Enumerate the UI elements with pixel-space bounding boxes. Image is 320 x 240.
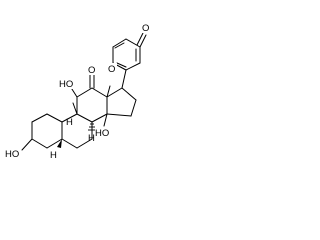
c8-hydrogen-label: H [88,133,95,144]
steroid-structure-diagram: O O HO O HO HO H H H [5,22,150,161]
atom-labels: O O HO O HO HO H H H [5,22,150,161]
ring-d [106,87,137,117]
c3-hydroxyl-label: HO [5,149,19,160]
c11-hydroxyl-label: HO [59,79,73,90]
c5-hydrogen-label: H [50,150,57,161]
ketone-oxygen-label: O [88,65,95,76]
lactone-carbonyl-oxygen-label: O [142,23,149,34]
ring-b [61,113,93,149]
pyranone-ring-oxygen-label: O [108,64,115,75]
c9-hydrogen-label: H [66,117,73,128]
ring-c [76,87,108,123]
c14-hydroxyl-label: HO [95,128,109,139]
pyranone-ring [112,32,147,89]
ring-a [31,113,63,149]
